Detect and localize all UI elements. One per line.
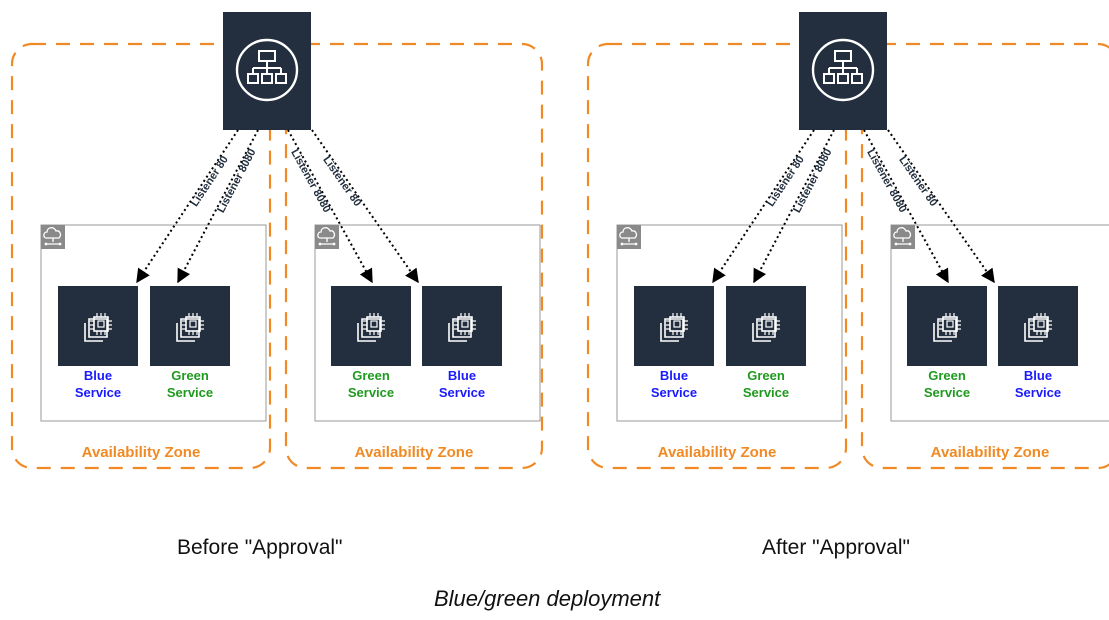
service-label: Service — [348, 385, 394, 400]
before-approval-caption: Before "Approval" — [177, 536, 343, 559]
ec2-instances-icon — [422, 286, 502, 366]
service-label: Blue — [448, 368, 476, 383]
service-label: Blue — [1024, 368, 1052, 383]
cloud-subnet-icon — [891, 225, 915, 249]
figure-title: Blue/green deployment — [434, 586, 661, 611]
cloud-subnet-icon — [617, 225, 641, 249]
service-label: Green — [352, 368, 390, 383]
service-label: Service — [651, 385, 697, 400]
listener-arrow — [887, 129, 995, 284]
load-balancer-icon — [223, 12, 311, 130]
listener-arrow — [712, 129, 815, 284]
service-label: Service — [924, 385, 970, 400]
service-label: Green — [928, 368, 966, 383]
availability-zone-label: Availability Zone — [658, 444, 777, 461]
service-label: Service — [167, 385, 213, 400]
panels-layer: Availability ZoneBlueServiceGreenService… — [10, 12, 1109, 470]
ec2-instances-icon — [331, 286, 411, 366]
ec2-instances-icon — [726, 286, 806, 366]
listener-arrow — [753, 129, 835, 284]
ec2-instances-icon — [150, 286, 230, 366]
load-balancer-icon — [799, 12, 887, 130]
listener-arrow — [287, 129, 373, 284]
service-label: Blue — [660, 368, 688, 383]
listener-arrow — [136, 129, 239, 284]
listener-arrow — [311, 129, 419, 284]
cloud-subnet-icon — [315, 225, 339, 249]
service-label: Service — [743, 385, 789, 400]
service-label: Service — [439, 385, 485, 400]
ec2-instances-icon — [907, 286, 987, 366]
listener-arrow — [863, 129, 949, 284]
cloud-subnet-icon — [41, 225, 65, 249]
availability-zone-label: Availability Zone — [82, 444, 201, 461]
ec2-instances-icon — [634, 286, 714, 366]
ec2-instances-icon — [58, 286, 138, 366]
service-label: Service — [75, 385, 121, 400]
ec2-instances-icon — [998, 286, 1078, 366]
availability-zone-label: Availability Zone — [931, 444, 1050, 461]
service-label: Service — [1015, 385, 1061, 400]
listener-arrow — [177, 129, 259, 284]
panel-0: Availability ZoneBlueServiceGreenService… — [10, 12, 544, 470]
after-approval-caption: After "Approval" — [762, 536, 910, 559]
service-label: Blue — [84, 368, 112, 383]
panel-1: Availability ZoneBlueServiceGreenService… — [586, 12, 1109, 470]
service-label: Green — [747, 368, 785, 383]
availability-zone-label: Availability Zone — [355, 444, 474, 461]
service-label: Green — [171, 368, 209, 383]
